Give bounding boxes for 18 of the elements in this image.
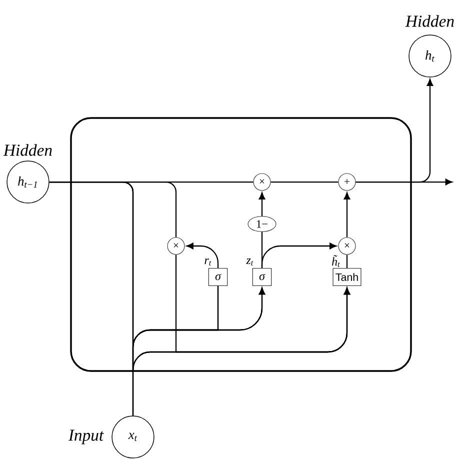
node-label: Hidden [3, 144, 52, 156]
arrow [175, 254, 350, 353]
arrow [344, 192, 350, 238]
gate-output-label: h̃$_{t}$ [332, 255, 340, 267]
arrow [261, 242, 337, 268]
gate-box: σ [208, 268, 228, 286]
node-label: Input [68, 430, 104, 444]
cell-box [70, 117, 412, 372]
gate-output-label: z$_{t}$ [246, 258, 254, 266]
arrow [258, 192, 266, 216]
arrow [186, 242, 219, 268]
gate-output-label: r$_{t}$ [204, 258, 212, 266]
connector-line [270, 181, 338, 183]
gate-box: Tanh [332, 268, 362, 286]
arrow [356, 78, 434, 183]
gate-box: σ [252, 268, 272, 286]
connector-line [346, 254, 348, 268]
node-label: Hidden [405, 15, 454, 27]
